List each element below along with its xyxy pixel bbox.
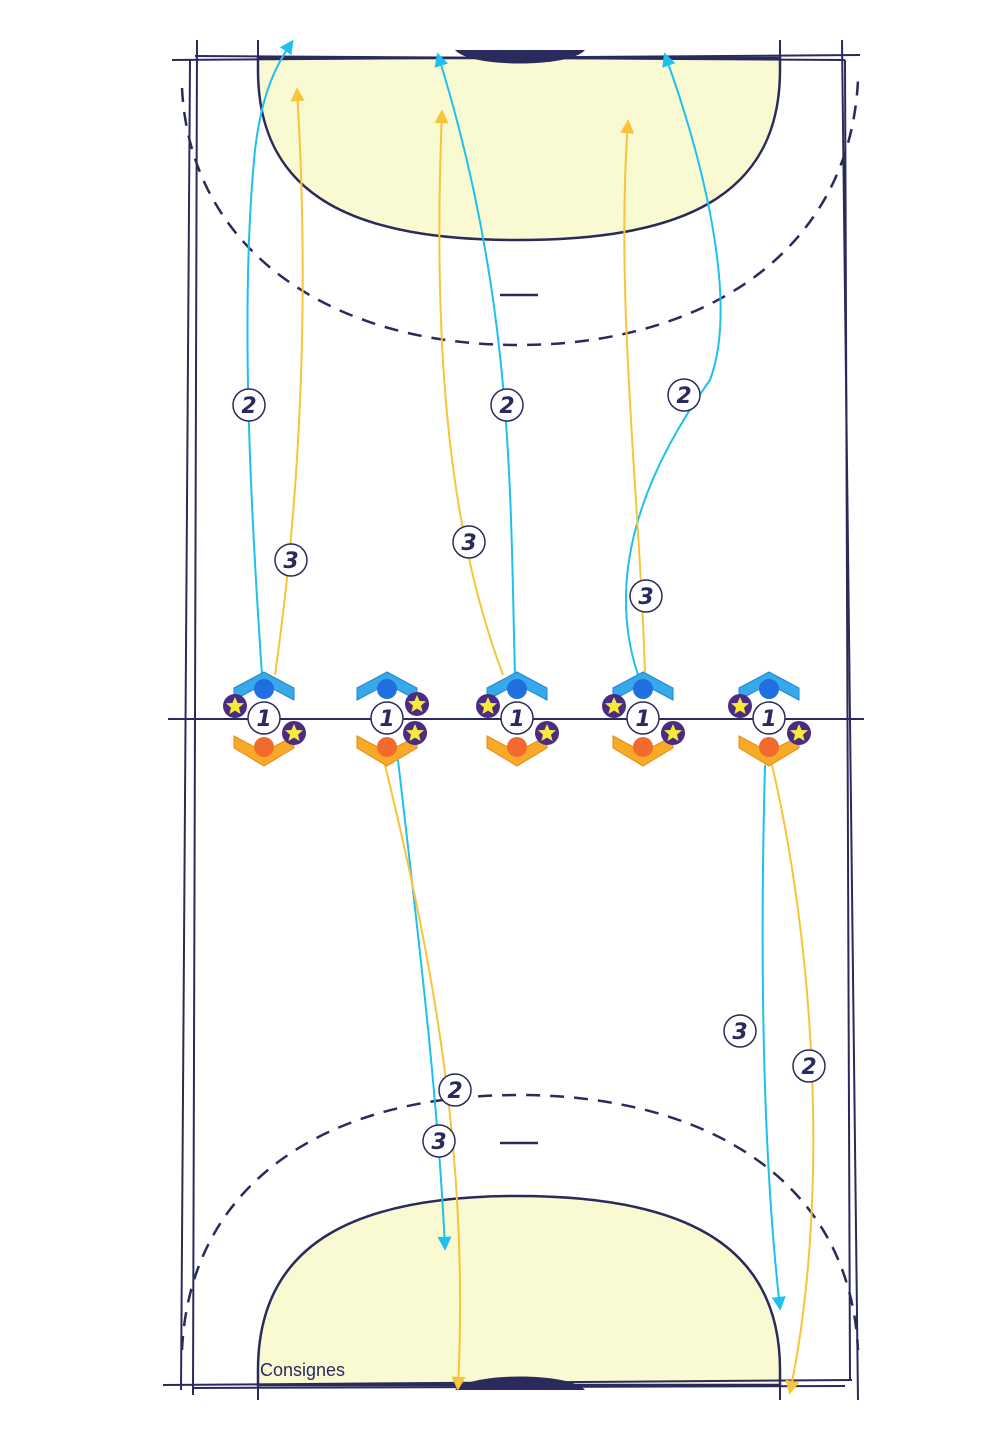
step-marker: 3 — [422, 1124, 456, 1158]
star-badge-icon — [282, 721, 306, 745]
step-marker: 2 — [667, 378, 701, 412]
player-group-2: 1 — [356, 671, 429, 767]
top-free-throw-line — [180, 79, 860, 347]
svg-text:1: 1 — [635, 707, 650, 732]
svg-text:1: 1 — [761, 707, 776, 732]
step-markers: 2 3 2 3 2 3 2 3 — [232, 378, 826, 1158]
movement-paths — [246, 39, 815, 1395]
player-group-3: 1 — [476, 671, 559, 767]
svg-text:3: 3 — [732, 1020, 747, 1045]
orange-player-icon — [254, 737, 274, 757]
player-group-5: 1 — [728, 671, 811, 767]
step-marker: 2 — [438, 1073, 472, 1107]
svg-text:3: 3 — [461, 531, 476, 556]
step-marker-start: 1 — [626, 701, 660, 735]
svg-text:3: 3 — [283, 549, 298, 574]
svg-text:3: 3 — [638, 585, 653, 610]
step-marker-start: 1 — [247, 701, 281, 735]
svg-text:2: 2 — [676, 384, 691, 409]
player-groups: 1 1 — [223, 671, 811, 767]
svg-text:2: 2 — [447, 1079, 462, 1104]
orange-player-icon — [759, 737, 779, 757]
star-badge-icon — [728, 694, 752, 718]
bottom-goal-area — [256, 1194, 782, 1387]
group-2-blue-path — [397, 759, 452, 1251]
group-4-blue-path — [625, 52, 722, 676]
player-group-4: 1 — [602, 671, 685, 767]
star-badge-icon — [223, 694, 247, 718]
blue-player-icon — [759, 679, 779, 699]
step-marker: 2 — [490, 388, 524, 422]
blue-player-icon — [254, 679, 274, 699]
star-badge-icon — [787, 721, 811, 745]
group-2-yellow-path — [384, 764, 466, 1391]
svg-text:1: 1 — [509, 707, 524, 732]
step-marker: 3 — [629, 579, 663, 613]
step-marker: 3 — [723, 1014, 757, 1048]
group-3-yellow-path — [434, 109, 504, 676]
star-badge-icon — [405, 692, 429, 716]
caption-consignes: Consignes — [260, 1360, 345, 1380]
blue-player-icon — [507, 679, 527, 699]
blue-player-icon — [633, 679, 653, 699]
step-marker-start: 1 — [752, 701, 786, 735]
step-marker-start: 1 — [370, 701, 404, 735]
orange-player-icon — [507, 737, 527, 757]
svg-text:3: 3 — [431, 1130, 446, 1155]
svg-text:2: 2 — [499, 394, 514, 419]
star-badge-icon — [403, 721, 427, 745]
svg-text:2: 2 — [241, 394, 256, 419]
player-group-1: 1 — [223, 671, 306, 767]
svg-text:1: 1 — [256, 707, 271, 732]
group-1-yellow-path — [274, 87, 305, 676]
star-badge-icon — [661, 721, 685, 745]
group-1-blue-path — [246, 39, 294, 676]
step-marker-start: 1 — [500, 701, 534, 735]
step-marker: 3 — [452, 525, 486, 559]
svg-text:1: 1 — [379, 707, 394, 732]
blue-player-icon — [377, 679, 397, 699]
top-goal-area — [256, 56, 782, 242]
step-marker: 2 — [792, 1049, 826, 1083]
star-badge-icon — [476, 694, 500, 718]
star-badge-icon — [602, 694, 626, 718]
step-marker: 2 — [232, 388, 266, 422]
orange-player-icon — [633, 737, 653, 757]
star-badge-icon — [535, 721, 559, 745]
step-marker: 3 — [274, 543, 308, 577]
orange-player-icon — [377, 737, 397, 757]
group-5-blue-path — [761, 764, 786, 1311]
svg-text:2: 2 — [801, 1055, 816, 1080]
